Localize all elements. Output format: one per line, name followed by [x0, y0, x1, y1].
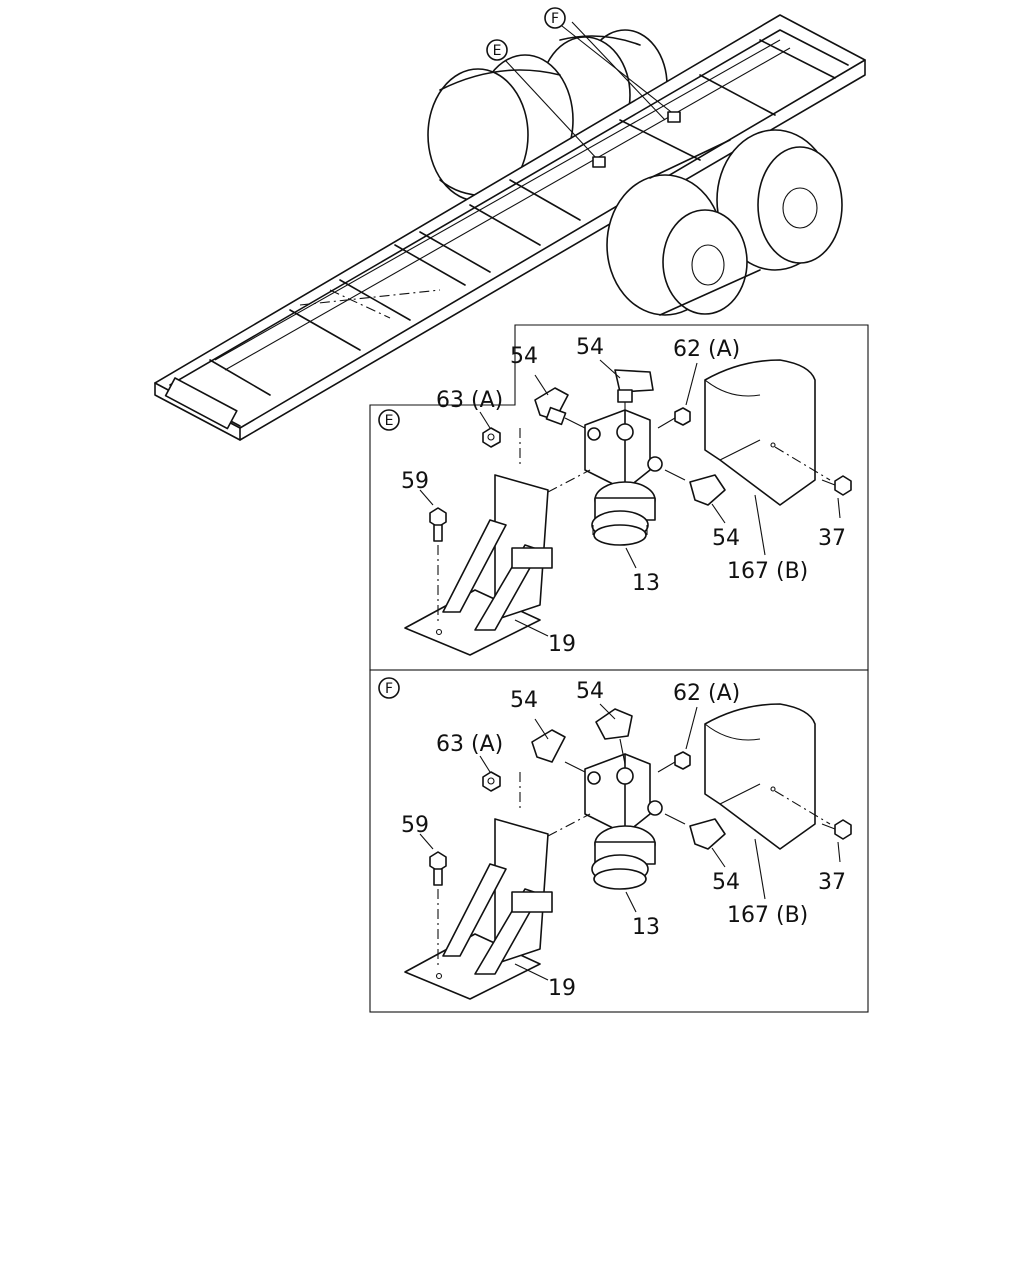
panel-f-tag: F — [385, 681, 393, 697]
bracket-19 — [404, 428, 553, 656]
fitting-54-left — [534, 387, 586, 429]
fitting-54-top — [595, 708, 633, 765]
frame-rails — [154, 14, 866, 441]
panel-e: E — [378, 335, 852, 657]
label-37: 37 — [818, 870, 846, 895]
panel-f: F — [378, 677, 852, 1001]
callout-e: E — [486, 39, 606, 168]
label-62: 62 (A) — [673, 337, 740, 362]
fitting-54-right — [664, 813, 726, 850]
rear-wheels-near — [606, 129, 843, 316]
bolt-37 — [821, 475, 852, 496]
nut-63 — [482, 771, 501, 792]
callout-f: F — [544, 7, 681, 123]
label-54-right: 54 — [712, 526, 740, 551]
label-54-top: 54 — [576, 679, 604, 704]
label-59: 59 — [401, 813, 429, 838]
label-59: 59 — [401, 469, 429, 494]
label-63: 63 (A) — [436, 732, 503, 757]
detail-panels — [369, 324, 869, 1013]
label-19: 19 — [548, 976, 576, 1001]
leader-lines — [419, 359, 841, 637]
air-dryer-filter-13 — [584, 409, 663, 546]
air-dryer-filter-13 — [584, 753, 663, 890]
callout-f-letter: F — [551, 11, 559, 27]
bolt-62 — [657, 751, 691, 773]
label-54-left: 54 — [510, 688, 538, 713]
panel-e-tag: E — [385, 413, 394, 429]
chassis-overview: F E — [154, 7, 866, 441]
panel-f-border — [369, 669, 869, 1013]
label-37: 37 — [818, 526, 846, 551]
label-62: 62 (A) — [673, 681, 740, 706]
cover-167 — [704, 359, 831, 506]
label-13: 13 — [632, 571, 660, 596]
bolt-59 — [429, 851, 447, 969]
cover-167 — [704, 703, 831, 850]
bolt-59 — [429, 507, 447, 625]
fitting-54-top — [614, 369, 654, 420]
label-13: 13 — [632, 915, 660, 940]
nut-63 — [482, 427, 501, 448]
label-167: 167 (B) — [727, 903, 808, 928]
bolt-62 — [657, 407, 691, 429]
label-167: 167 (B) — [727, 559, 808, 584]
label-63: 63 (A) — [436, 388, 503, 413]
callout-e-letter: E — [493, 43, 502, 59]
fitting-54-left — [531, 729, 586, 773]
label-54-top: 54 — [576, 335, 604, 360]
bracket-19 — [404, 772, 553, 1000]
fitting-54-right — [664, 469, 726, 506]
label-54-right: 54 — [712, 870, 740, 895]
label-54-left: 54 — [510, 344, 538, 369]
label-19: 19 — [548, 632, 576, 657]
bolt-37 — [821, 819, 852, 840]
leader-lines — [419, 703, 841, 981]
